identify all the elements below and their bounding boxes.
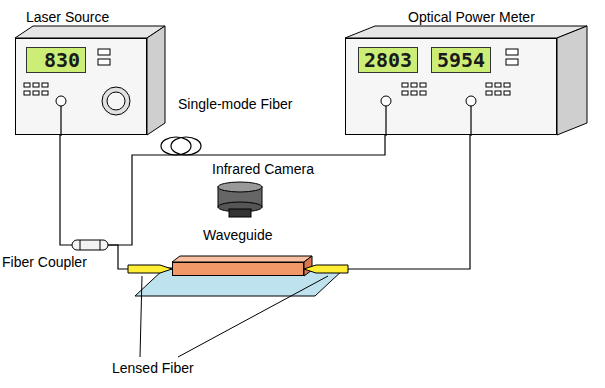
camera-lens [229,209,251,217]
device-title: Optical Power Meter [408,9,535,25]
lensed-fiber [128,265,172,273]
optical-fiber [304,135,470,269]
device-detail [218,182,262,218]
button [98,49,110,55]
fiber-stub [470,106,471,136]
device-title: Laser Source [26,9,109,25]
fiber-label: Single-mode Fiber [178,96,292,112]
device-side [557,26,587,135]
coupler-band [80,240,81,250]
button [506,59,518,65]
display-reading: 2803 [358,47,418,73]
button [411,91,417,95]
part-label: Fiber Coupler [2,254,87,270]
button [24,91,30,95]
part-label: Waveguide [203,227,273,243]
knob [102,87,130,115]
button [495,91,501,95]
button [486,91,492,95]
button [42,91,48,95]
button [402,91,408,95]
port [56,96,66,106]
button [504,91,510,95]
fiber-loop [171,137,201,155]
button [402,83,408,87]
infrared-camera: Infrared Camera [218,182,262,218]
port [466,96,476,106]
coupler-body [72,240,108,250]
button [420,91,426,95]
display-reading: 830 [26,47,86,73]
button [24,83,30,87]
fiber-stub [60,106,61,136]
button [495,83,501,87]
button [504,83,510,87]
button [98,59,110,65]
knob [107,92,125,110]
button [486,83,492,87]
part-label: Infrared Camera [212,161,314,177]
display-reading: 5954 [431,47,491,73]
device-top [345,26,587,38]
button [33,91,39,95]
waveguide: Waveguide [172,262,304,276]
power-meter-device: Optical Power Meter28035954 [345,38,557,135]
lensed-fiber [304,265,348,273]
coupler-band [100,240,101,250]
leader-line [140,276,142,357]
button [420,83,426,87]
leader-line [178,276,328,357]
device-detail [72,240,108,250]
fiber-coupler: Fiber Coupler [72,240,108,250]
device-top [15,26,165,38]
button [506,49,518,55]
button [33,83,39,87]
laser-source-device: Laser Source830 [15,38,147,135]
optical-fiber [108,135,385,245]
camera-top [218,182,262,192]
part-label: Lensed Fiber [112,360,194,376]
button [411,83,417,87]
device-side [147,26,165,135]
port [381,96,391,106]
optical-fiber [60,135,72,245]
fiber-stub [385,106,386,136]
button [42,83,48,87]
waveguide-side [304,256,312,276]
